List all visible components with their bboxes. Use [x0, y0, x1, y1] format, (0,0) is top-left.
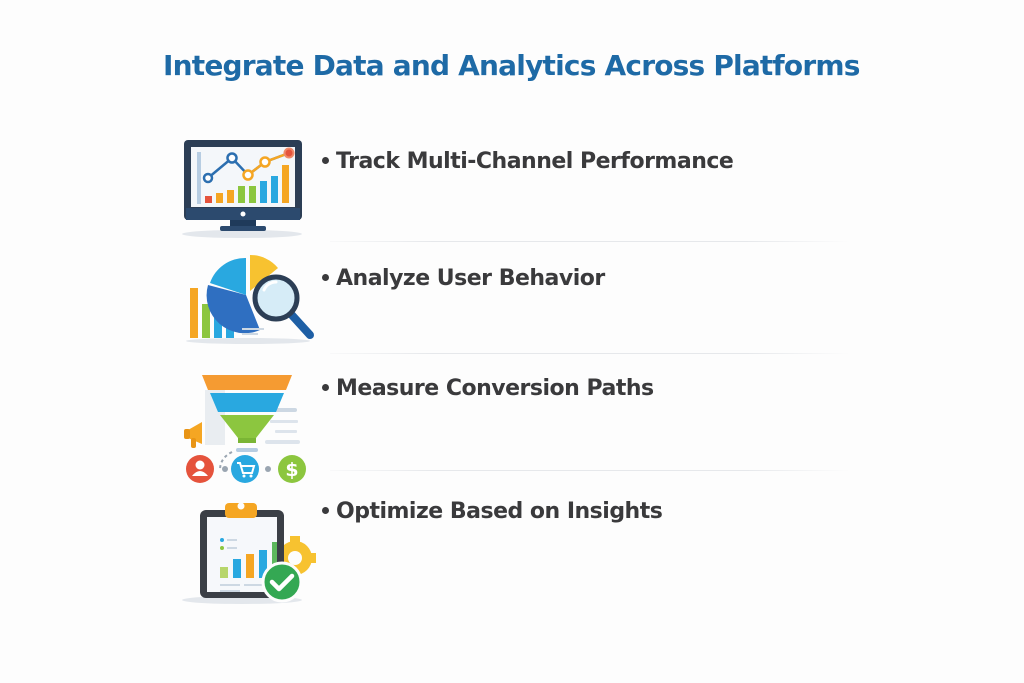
- svg-text:$: $: [285, 459, 298, 481]
- item-label: Measure Conversion Paths: [322, 376, 654, 401]
- monitor-chart-icon: [180, 138, 320, 238]
- bullet-icon: [322, 384, 329, 391]
- item-label: Analyze User Behavior: [322, 266, 605, 291]
- conversion-funnel-icon: $: [180, 370, 320, 485]
- item-label: Optimize Based on Insights: [322, 499, 663, 524]
- bullet-icon: [322, 157, 329, 164]
- list-item: $ Measure Conversion Paths: [180, 370, 860, 485]
- item-label: Track Multi-Channel Performance: [322, 149, 734, 174]
- page-title: Integrate Data and Analytics Across Plat…: [163, 49, 860, 82]
- list-item: Optimize Based on Insights: [180, 498, 860, 608]
- divider: [330, 241, 850, 242]
- clipboard-checkmark-gear-icon: [180, 498, 320, 608]
- list-item: Analyze User Behavior: [180, 250, 860, 350]
- divider: [330, 353, 850, 354]
- bullet-icon: [322, 274, 329, 281]
- list-item: Track Multi-Channel Performance: [180, 138, 860, 238]
- bullet-icon: [322, 507, 329, 514]
- divider: [330, 470, 850, 471]
- pie-chart-magnifier-icon: [180, 250, 320, 345]
